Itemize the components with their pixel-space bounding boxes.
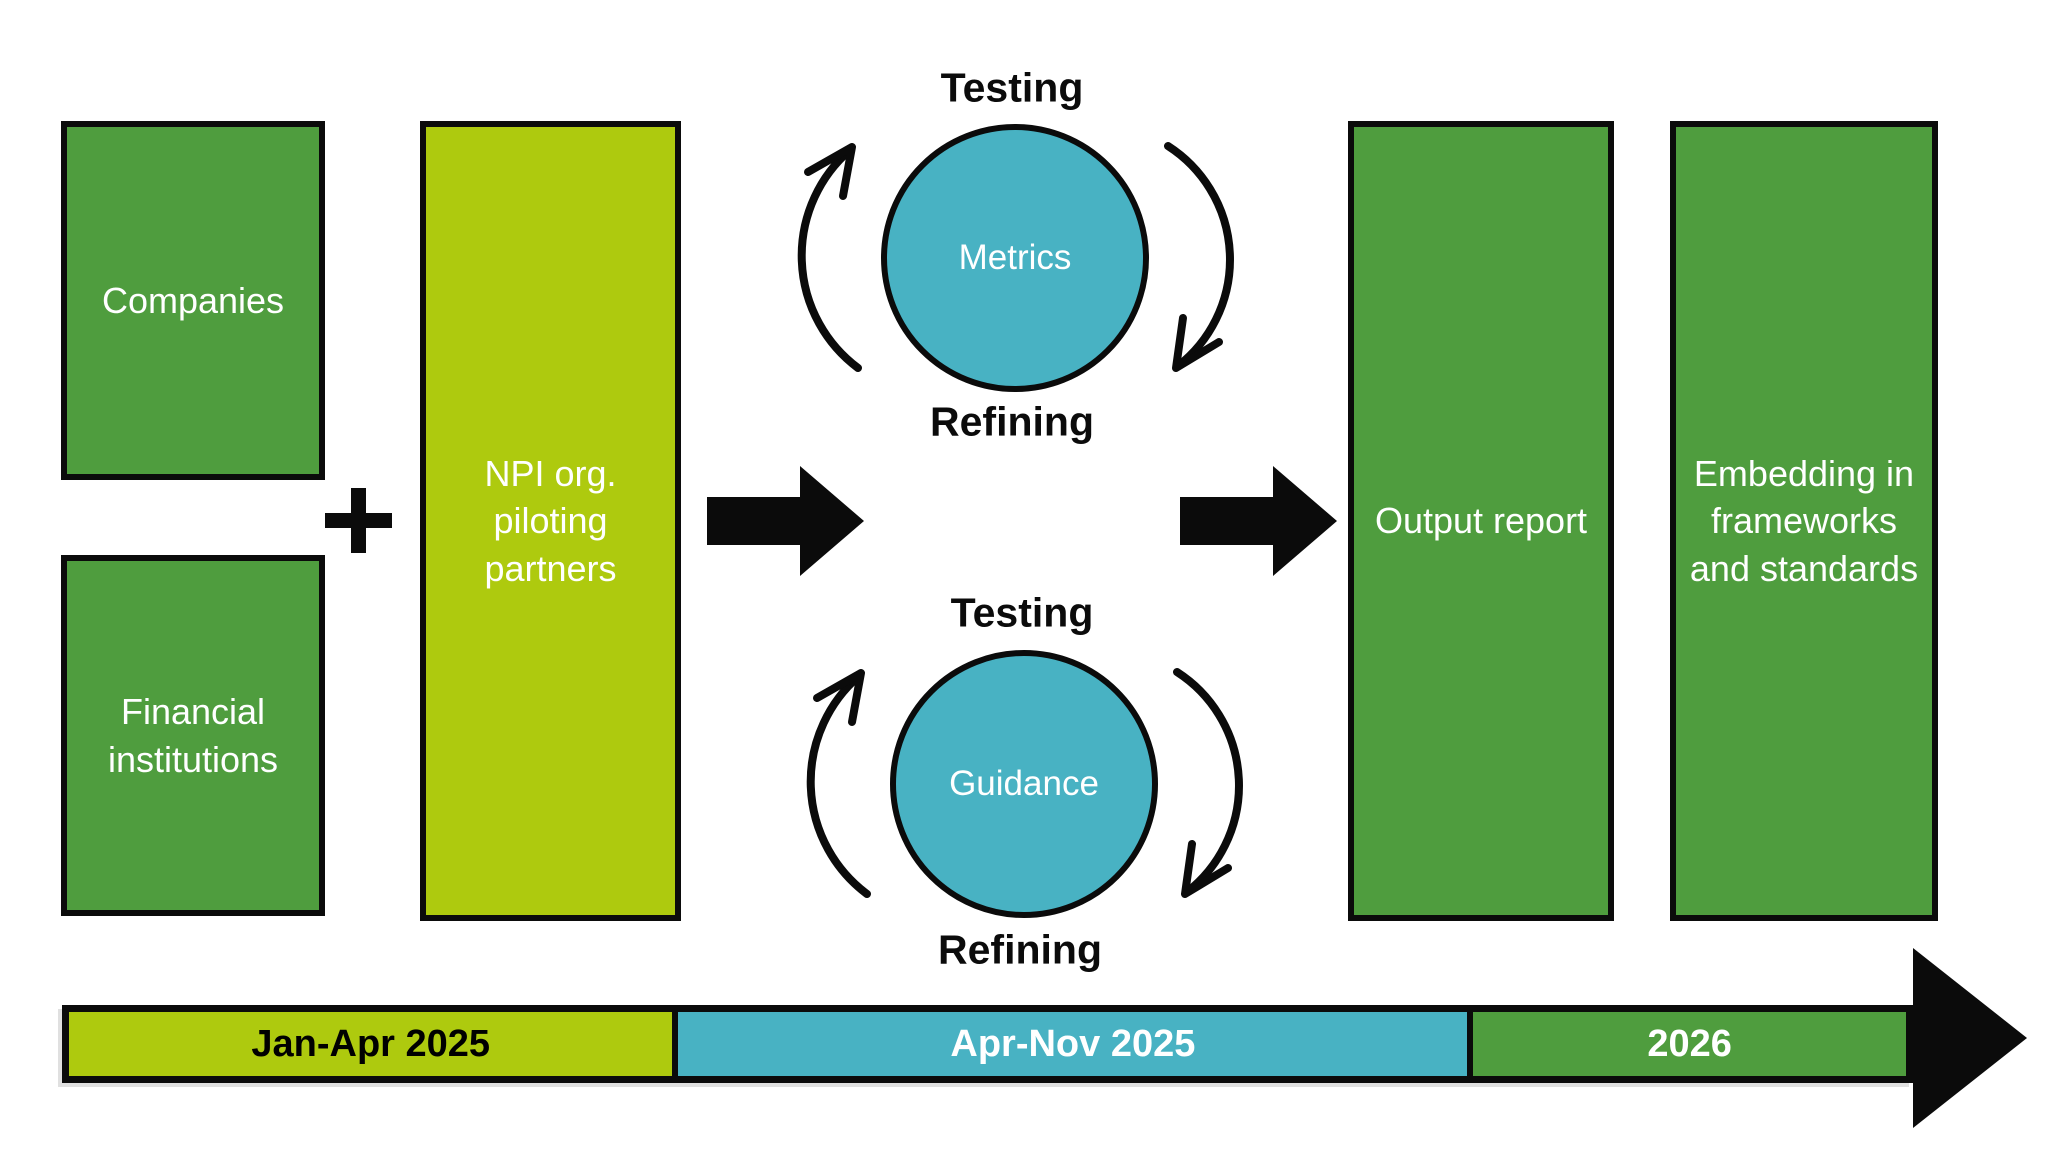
guidance-circle-label: Guidance xyxy=(949,764,1099,803)
guidance-refining-label: Refining xyxy=(938,926,1102,973)
box-companies: Companies xyxy=(61,121,325,480)
flow-arrow-left-icon xyxy=(707,466,864,576)
timeline-segment-label: 2026 xyxy=(1647,1022,1732,1065)
timeline-bar: Jan-Apr 2025 Apr-Nov 2025 2026 xyxy=(62,1005,1913,1083)
guidance-testing-label: Testing xyxy=(950,589,1094,636)
metrics-circle-label: Metrics xyxy=(958,238,1072,277)
box-embedding-frameworks: Embedding in frameworks and standards xyxy=(1670,121,1938,921)
metrics-refining-label: Refining xyxy=(930,398,1094,445)
flow-arrow-right-icon xyxy=(1180,466,1337,576)
metrics-testing-label: Testing xyxy=(940,64,1084,111)
timeline-arrowhead-icon xyxy=(1913,948,2027,1128)
timeline-segment-label: Jan-Apr 2025 xyxy=(251,1022,491,1065)
guidance-circle: Guidance xyxy=(890,650,1158,918)
box-npi-piloting-partners: NPI org. piloting partners xyxy=(420,121,681,921)
box-embedding-frameworks-label: Embedding in frameworks and standards xyxy=(1689,452,1919,589)
box-npi-piloting-partners-label: NPI org. piloting partners xyxy=(484,452,617,589)
box-companies-label: Companies xyxy=(101,279,285,321)
box-financial-institutions-label: Financial institutions xyxy=(107,690,279,780)
timeline-segment-2026: 2026 xyxy=(1467,1012,1906,1076)
box-financial-institutions: Financial institutions xyxy=(61,555,325,916)
metrics-circle: Metrics xyxy=(881,124,1149,392)
box-output-report-label: Output report xyxy=(1374,500,1588,542)
plus-icon xyxy=(325,488,392,553)
timeline-segment-apr-nov-2025: Apr-Nov 2025 xyxy=(672,1012,1468,1076)
timeline-segment-jan-apr-2025: Jan-Apr 2025 xyxy=(69,1012,673,1076)
box-output-report: Output report xyxy=(1348,121,1614,921)
timeline-segment-label: Apr-Nov 2025 xyxy=(950,1022,1196,1065)
